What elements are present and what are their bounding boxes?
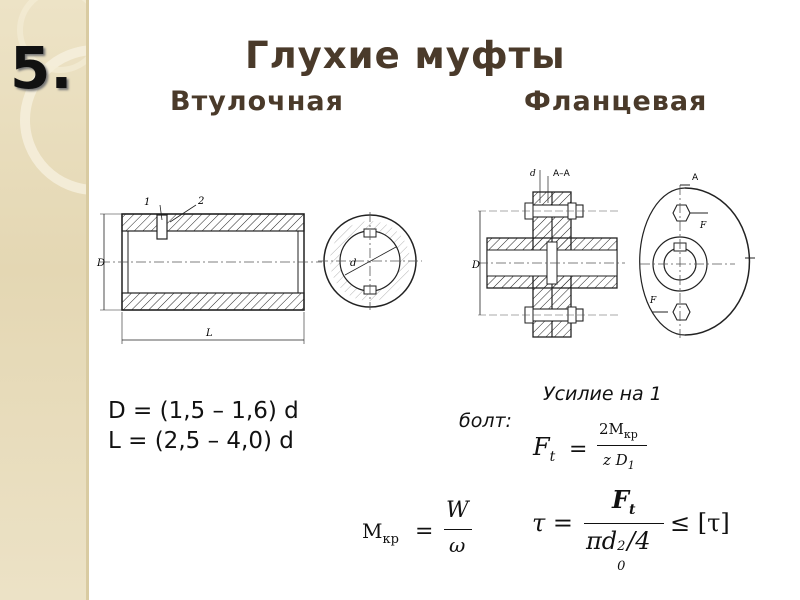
label-A-top: A [692,173,699,183]
Ft-numerator-sub: кр [623,428,638,441]
flange-coupling-section [478,170,625,338]
tau-denominator: πd [586,527,618,555]
Mkr-lhs: M [362,519,383,543]
Ft-numerator: 2M [599,420,624,438]
label-Ft-bottom: F [649,296,657,306]
force-caption-line1: Усилие на 1 [543,383,662,405]
tau-denominator-sup: 2 [617,539,626,554]
formula-Ft: Ft = 2Mкр z D1 [533,417,663,477]
slide-number: 5. [10,34,73,102]
label-d: d [350,258,356,269]
Ft-lhs-sub: t [549,448,556,465]
tau-numerator-sub: t [629,501,636,518]
subtitle-flange-coupling: Фланцевая [524,86,708,117]
label-2: 2 [197,196,204,207]
technical-drawing: 1 2 D L d d A–A D [96,169,755,344]
sidebar-ornament [17,0,88,195]
label-section-AA: A–A [553,169,571,179]
tau-numerator: F [612,485,630,514]
sleeve-coupling-side-view [100,204,322,344]
label-D: D [96,258,105,269]
Ft-denominator: z D [603,451,628,469]
Mkr-lhs-sub: кр [382,532,399,547]
force-caption-line2: болт: [459,410,512,432]
formula-D: D = (1,5 – 1,6) d [108,398,299,424]
label-Ft-top: F [699,221,707,231]
formula-Mkr: Mкр = W ω [360,495,480,565]
sidebar-edge [86,0,89,600]
Ft-lhs: F [533,433,550,461]
Mkr-denominator: ω [449,533,466,557]
subtitle-sleeve-coupling: Втулочная [170,86,344,117]
tau-denominator-tail: /4 [627,527,651,555]
label-D1: D [471,260,480,271]
Mkr-numerator: W [446,498,469,523]
label-d1: d [530,169,536,179]
label-1: 1 [144,197,150,208]
flange-coupling-end-view [639,184,755,338]
slide-title: Глухие муфты [245,34,566,77]
label-L: L [205,328,213,339]
tau-denominator-sub: 0 [617,559,626,574]
formula-L: L = (2,5 – 4,0) d [108,428,294,454]
decorative-sidebar [0,0,88,600]
tau-rhs: ≤ [τ] [670,509,730,537]
tau-lhs: τ = [532,509,574,537]
sleeve-coupling-end-view [318,212,422,310]
Ft-denominator-sub: 1 [627,459,635,472]
